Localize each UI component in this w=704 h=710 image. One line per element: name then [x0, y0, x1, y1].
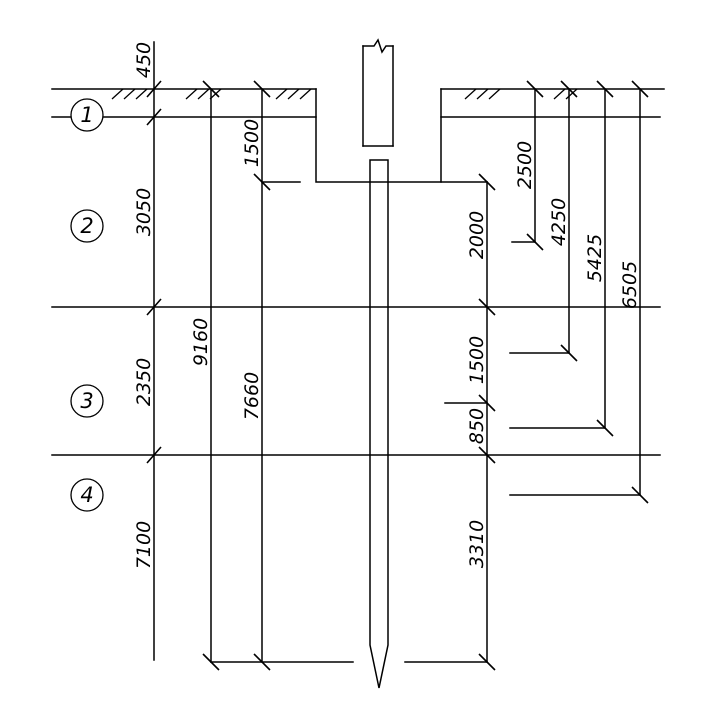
ground-hatch	[111, 88, 578, 100]
left-dim-chain	[146, 41, 162, 661]
dim-850: 850	[466, 408, 488, 444]
pile	[369, 159, 389, 689]
dim-2350: 2350	[133, 358, 155, 406]
layer-label-1: 1	[70, 98, 104, 132]
pit-outline	[315, 88, 442, 183]
pile-outline	[369, 159, 389, 689]
layer-1-number: 1	[80, 103, 93, 127]
pile-cap	[315, 38, 442, 183]
layer-2-number: 2	[80, 214, 93, 238]
layer-label-3: 3	[70, 384, 104, 418]
dim-7100: 7100	[133, 521, 155, 569]
dim-2500: 2500	[514, 141, 536, 189]
dim-5425: 5425	[584, 234, 606, 282]
dim-4250: 4250	[548, 198, 570, 246]
depth-dims	[509, 80, 649, 504]
layer-3-number: 3	[80, 389, 93, 413]
layer-2-circle	[70, 209, 104, 243]
dim-1500-top: 1500	[241, 119, 263, 167]
layer-1-circle	[70, 98, 104, 132]
layer-4-circle	[70, 478, 104, 512]
right-dim-chain	[440, 173, 496, 671]
column-break-mark	[362, 38, 394, 54]
layer-label-2: 2	[70, 209, 104, 243]
dim-7660: 7660	[241, 372, 263, 420]
dim-3050: 3050	[133, 188, 155, 236]
dim-9160: 9160	[190, 318, 212, 366]
layer-3-circle	[70, 384, 104, 418]
dim-450: 450	[133, 42, 155, 78]
layer-label-4: 4	[70, 478, 104, 512]
dim-6505: 6505	[619, 261, 641, 309]
dim-9160-line	[202, 80, 220, 671]
layer-4-number: 4	[80, 483, 93, 507]
dim-2000: 2000	[466, 211, 488, 259]
dim-3310: 3310	[466, 520, 488, 568]
dim-1500-mid: 1500	[466, 336, 488, 384]
